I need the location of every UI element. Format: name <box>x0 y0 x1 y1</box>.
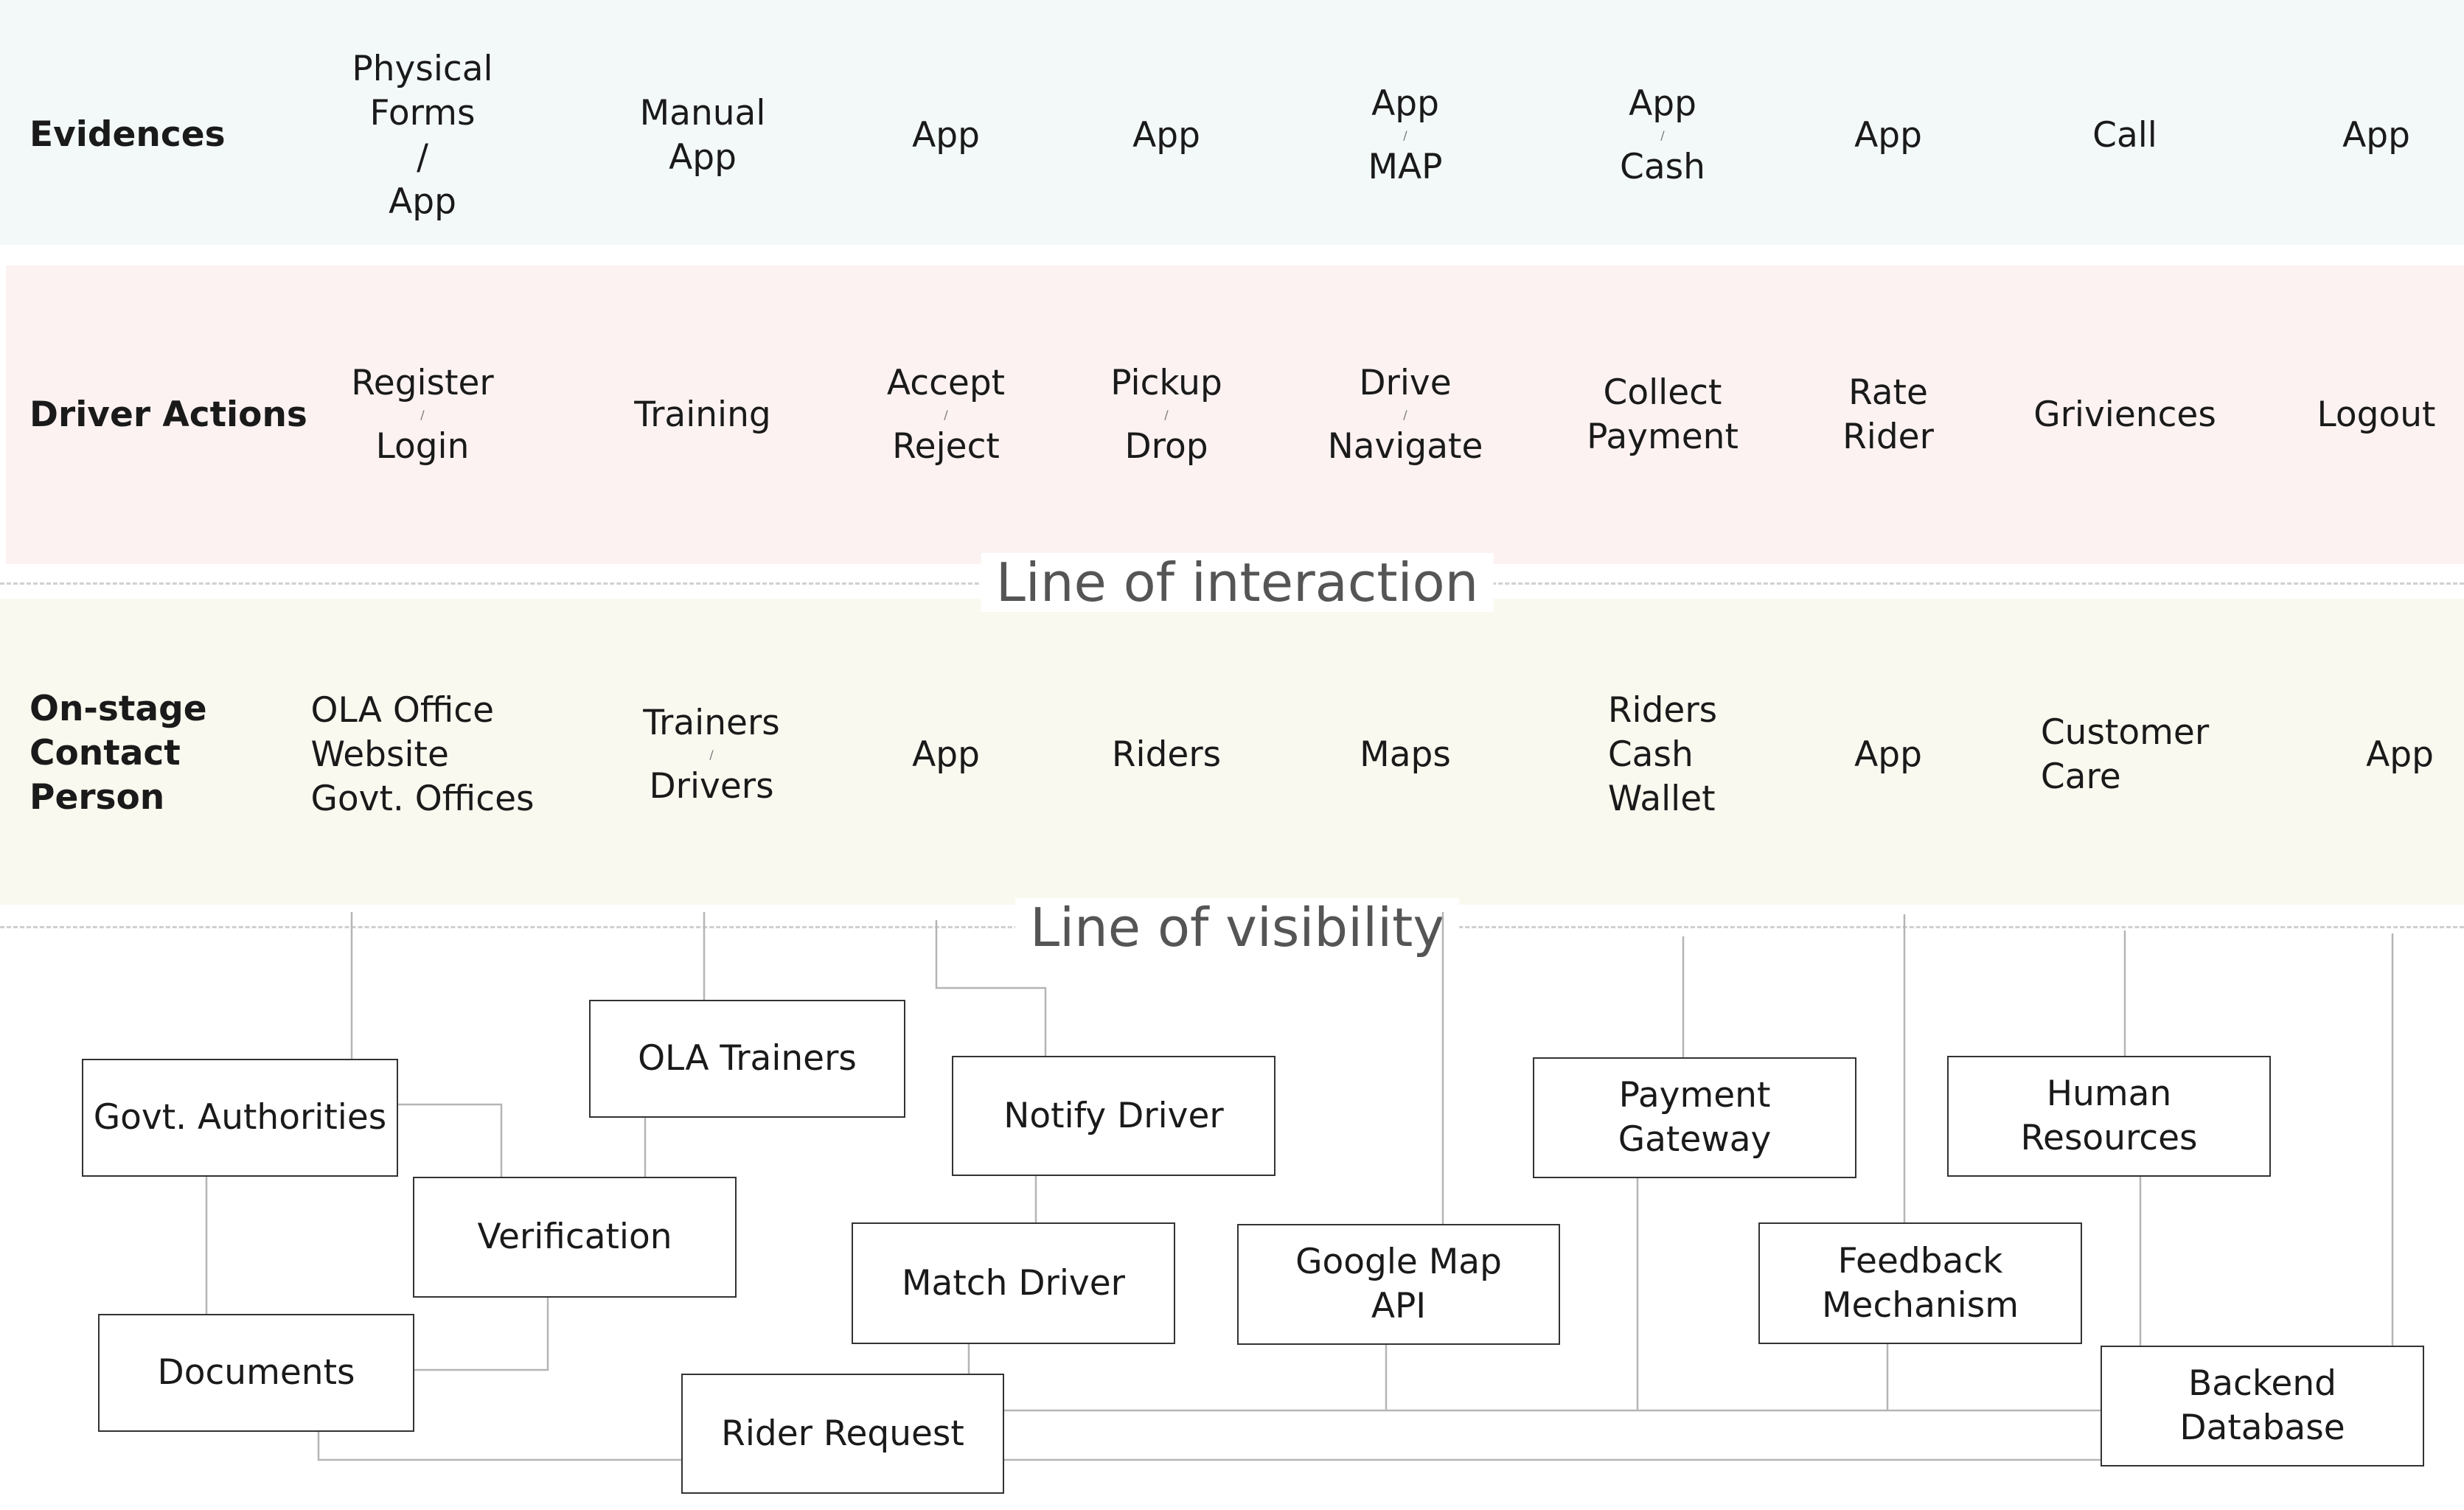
cell-text-secondary: App <box>389 181 456 222</box>
cell-text: App <box>1132 115 1200 156</box>
cell-text: Rate Rider <box>1842 372 1934 457</box>
cell-text: Logout <box>2317 394 2436 435</box>
driver-action-cell-3: Accept / Reject <box>887 361 1005 469</box>
cell-text: Customer Care <box>2040 712 2210 797</box>
cell-text: OLA Office Website Govt. Offices <box>310 690 535 819</box>
onstage-contact-cell-5: Maps <box>1360 733 1451 777</box>
onstage-contact-band <box>0 599 2464 905</box>
cell-text: Training <box>634 394 771 435</box>
cell-text: Riders Cash Wallet <box>1607 690 1718 819</box>
cell-separator: / <box>1403 128 1407 142</box>
cell-text-secondary: Drop <box>1124 426 1208 467</box>
cell-text: Drive <box>1359 363 1452 403</box>
evidence-cell-1: Physical Forms/App <box>352 47 493 224</box>
row-label-evidences: Evidences <box>29 114 226 155</box>
cell-text: Riders <box>1111 734 1222 775</box>
driver-action-cell-2: Training <box>634 393 770 437</box>
evidence-cell-2: Manual App <box>640 91 766 180</box>
cell-text: Call <box>2092 115 2157 156</box>
line-of-interaction-label: Line of interaction <box>981 553 1494 612</box>
onstage-contact-cell-9: App <box>2366 733 2434 777</box>
driver-action-cell-5: Drive / Navigate <box>1328 361 1483 469</box>
row-label-onstage-contact: On-stage Contact Person <box>29 689 207 818</box>
cell-text: Accept <box>886 363 1006 403</box>
cell-separator: / <box>417 137 428 178</box>
cell-text: App <box>1371 83 1439 124</box>
payment-gateway-box: Payment Gateway <box>1533 1057 1856 1178</box>
cell-text: Manual App <box>639 93 766 178</box>
cell-text-secondary: Reject <box>892 426 1000 467</box>
feedback-mechanism-box: Feedback Mechanism <box>1758 1222 2082 1344</box>
cell-separator: / <box>1660 128 1665 142</box>
driver-action-cell-8: Griviences <box>2033 393 2216 437</box>
cell-separator: / <box>1403 408 1407 422</box>
cell-text: App <box>912 734 980 775</box>
onstage-contact-cell-7: App <box>1854 733 1922 777</box>
cell-separator: / <box>420 408 425 422</box>
cell-text: App <box>1629 83 1696 124</box>
cell-text: App <box>2366 734 2434 775</box>
driver-actions-band <box>6 265 2464 564</box>
evidence-cell-6: App / Cash <box>1620 82 1705 189</box>
onstage-contact-cell-4: Riders <box>1112 733 1221 777</box>
onstage-contact-cell-2: Trainers / Drivers <box>643 701 780 809</box>
notify-driver-box: Notify Driver <box>952 1056 1275 1176</box>
onstage-contact-cell-3: App <box>912 733 980 777</box>
cell-text: Physical Forms <box>352 49 493 133</box>
evidence-cell-3: App <box>912 114 980 158</box>
driver-action-cell-9: Logout <box>2317 393 2436 437</box>
driver-action-cell-1: Register / Login <box>351 361 494 469</box>
cell-text: Griviences <box>2033 394 2216 435</box>
cell-text: App <box>1854 734 1922 775</box>
driver-action-cell-4: Pickup / Drop <box>1110 361 1222 469</box>
cell-separator: / <box>944 408 948 422</box>
evidence-cell-8: Call <box>2092 114 2157 158</box>
cell-separator: / <box>1164 408 1169 422</box>
cell-text: Trainers <box>643 703 780 743</box>
onstage-contact-cell-1: OLA Office Website Govt. Offices <box>311 689 535 821</box>
onstage-contact-cell-6: Riders Cash Wallet <box>1608 689 1717 821</box>
evidence-cell-9: App <box>2342 114 2410 158</box>
backend-database-box: Backend Database <box>2101 1346 2424 1466</box>
cell-text: Register <box>351 363 494 403</box>
cell-text: App <box>1854 115 1922 156</box>
govt-authorities-box: Govt. Authorities <box>82 1059 398 1177</box>
cell-text: App <box>2342 115 2410 156</box>
line-of-visibility-label: Line of visibility <box>1015 898 1459 957</box>
cell-text-secondary: Login <box>375 426 470 467</box>
cell-text: Collect Payment <box>1587 372 1739 457</box>
cell-separator: / <box>709 748 714 762</box>
verification-box: Verification <box>413 1177 737 1298</box>
cell-text-secondary: MAP <box>1368 147 1443 187</box>
cell-text: Maps <box>1360 734 1451 775</box>
cell-text-secondary: Drivers <box>649 766 774 807</box>
rider-request-box: Rider Request <box>681 1374 1004 1494</box>
ola-trainers-box: OLA Trainers <box>589 1000 905 1118</box>
row-label-driver-actions: Driver Actions <box>29 394 307 435</box>
driver-action-cell-7: Rate Rider <box>1842 371 1934 459</box>
evidence-cell-7: App <box>1854 114 1922 158</box>
cell-text-secondary: Cash <box>1620 147 1705 187</box>
cell-text-secondary: Navigate <box>1327 426 1483 467</box>
google-map-api-box: Google Map API <box>1237 1224 1560 1345</box>
evidences-band <box>0 0 2464 245</box>
cell-text: App <box>912 115 980 156</box>
driver-action-cell-6: Collect Payment <box>1587 371 1739 459</box>
onstage-contact-cell-8: Customer Care <box>2041 711 2209 799</box>
cell-text: Pickup <box>1110 363 1222 403</box>
human-resources-box: Human Resources <box>1947 1056 2271 1177</box>
evidence-cell-5: App / MAP <box>1368 82 1442 189</box>
match-driver-box: Match Driver <box>852 1222 1175 1344</box>
documents-box: Documents <box>98 1314 414 1432</box>
evidence-cell-4: App <box>1132 114 1200 158</box>
